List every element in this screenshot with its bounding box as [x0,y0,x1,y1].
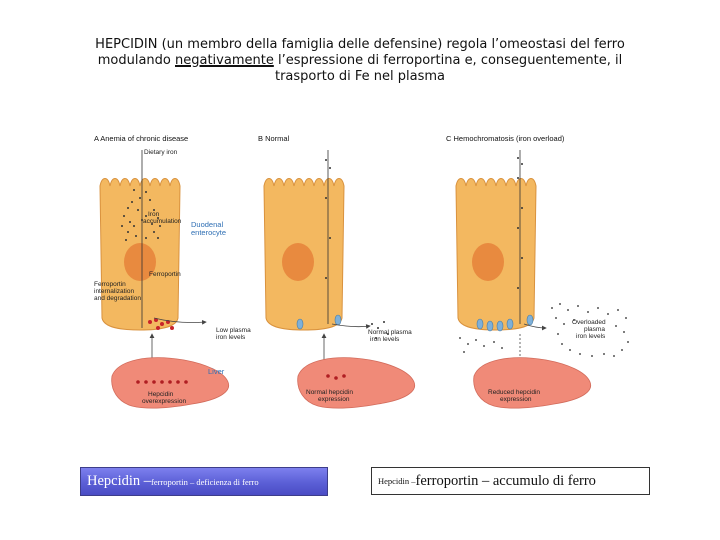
normal-plasma-label-2: iron levels [370,336,400,343]
overloaded-label-1: Overloaded [572,319,606,326]
title-line-2: modulando negativamente l’espressione di… [60,53,660,69]
panel-a: A Anemia of chronic disease Iron accumul… [94,134,251,408]
iron-accumulation-label-2: accumulation [143,218,182,225]
panel-a-heading: A Anemia of chronic disease [94,134,188,143]
dietary-iron-label: Dietary iron [144,149,178,156]
panel-b: B Normal Normal plasma iron levels Norma… [258,134,415,408]
iron-accumulation-label-1: Iron [148,211,160,218]
caption-right-big: ferroportin – accumulo di ferro [416,473,596,490]
caption-left-small: ferroportin – deficienza di ferro [151,477,259,487]
panel-b-heading: B Normal [258,134,290,143]
low-plasma-label-1: Low plasma [216,327,251,334]
liver-b-text-2: expression [318,396,350,403]
slide-title: HEPCIDIN (un membro della famiglia delle… [60,37,660,85]
title-emphasis: negativamente [175,53,274,68]
liver-b-text-1: Normal hepcidin [306,389,353,396]
duodenal-label-2: enterocyte [191,228,226,237]
nucleus-c [472,243,504,281]
liver-label: Liver [208,367,225,376]
liver-a-text-2: overexpression [142,398,186,405]
overloaded-label-2: plasma [584,326,605,333]
caption-left-big: Hepcidin – [87,473,151,490]
liver-c-text-2: expression [500,396,532,403]
panel-c-heading: C Hemochromatosis (iron overload) [446,134,565,143]
caption-right-small: Hepcidin – [378,476,416,486]
title-line-2-pre: modulando [98,53,175,68]
title-line-2-post: l’espressione di ferroportina e, consegu… [274,53,622,68]
caption-iron-overload: Hepcidin – ferroportin – accumulo di fer… [371,467,650,495]
low-plasma-label-2: iron levels [216,334,246,341]
ferroportin-label: Ferroportin [149,271,181,278]
fp-internal-label-2: internalization [94,288,134,295]
normal-plasma-label-1: Normal plasma [368,329,412,336]
overloaded-label-3: iron levels [576,333,606,340]
panel-c: C Hemochromatosis (iron overload) Overlo… [446,134,629,408]
nucleus-b [282,243,314,281]
liver-b [298,358,415,408]
liver-c-text-1: Reduced hepcidin [488,389,540,396]
hepcidin-diagram: A Anemia of chronic disease Iron accumul… [88,128,648,428]
fp-internal-label-3: and degradation [94,295,141,302]
title-line-1: HEPCIDIN (un membro della famiglia delle… [60,37,660,53]
title-line-3: trasporto di Fe nel plasma [60,69,660,85]
fp-internal-label-1: Ferroportin [94,281,126,288]
liver-c [474,358,591,408]
liver-a-text-1: Hepcidin [148,391,174,398]
caption-iron-deficiency: Hepcidin – ferroportin – deficienza di f… [80,467,328,496]
